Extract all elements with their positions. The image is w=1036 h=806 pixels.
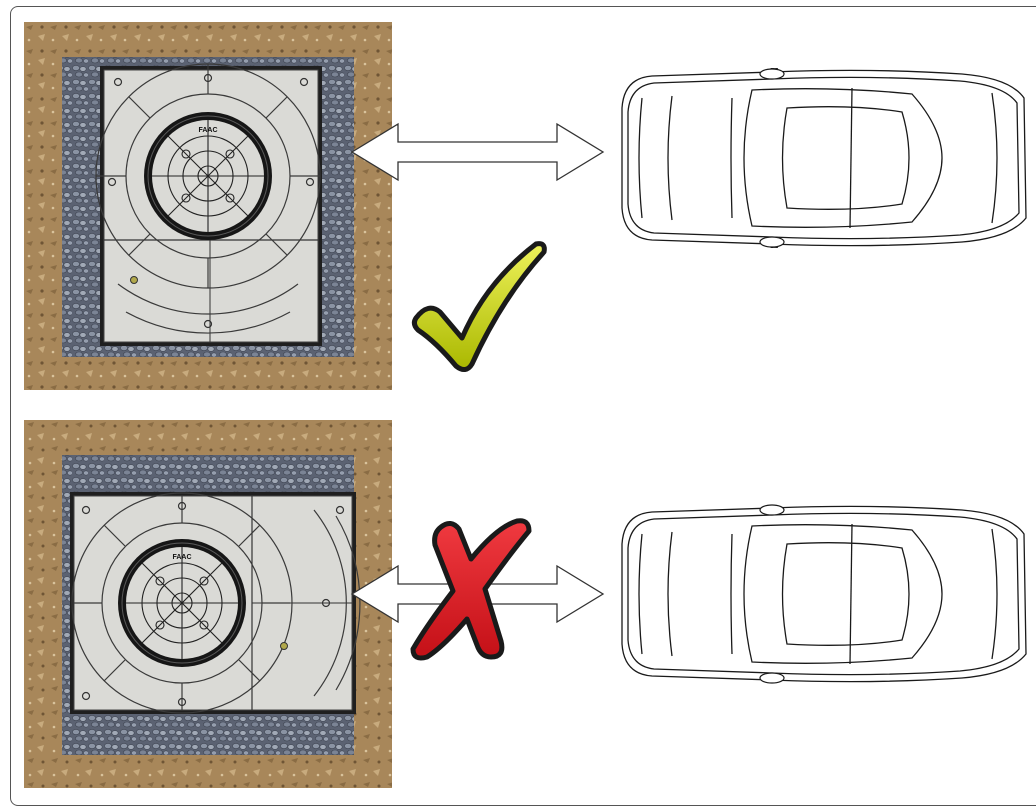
cover-brand-label: FAAC bbox=[198, 127, 217, 134]
car-top-view-correct bbox=[612, 68, 1036, 248]
manhole-cover-incorrect: FAAC bbox=[24, 420, 392, 788]
check-icon bbox=[410, 238, 550, 376]
manhole-cover-correct: FAAC bbox=[24, 22, 392, 390]
car-top-view-incorrect bbox=[612, 504, 1036, 684]
cover-brand-label: FAAC bbox=[172, 554, 191, 561]
double-arrow-correct bbox=[350, 122, 605, 182]
cross-icon bbox=[405, 515, 535, 665]
